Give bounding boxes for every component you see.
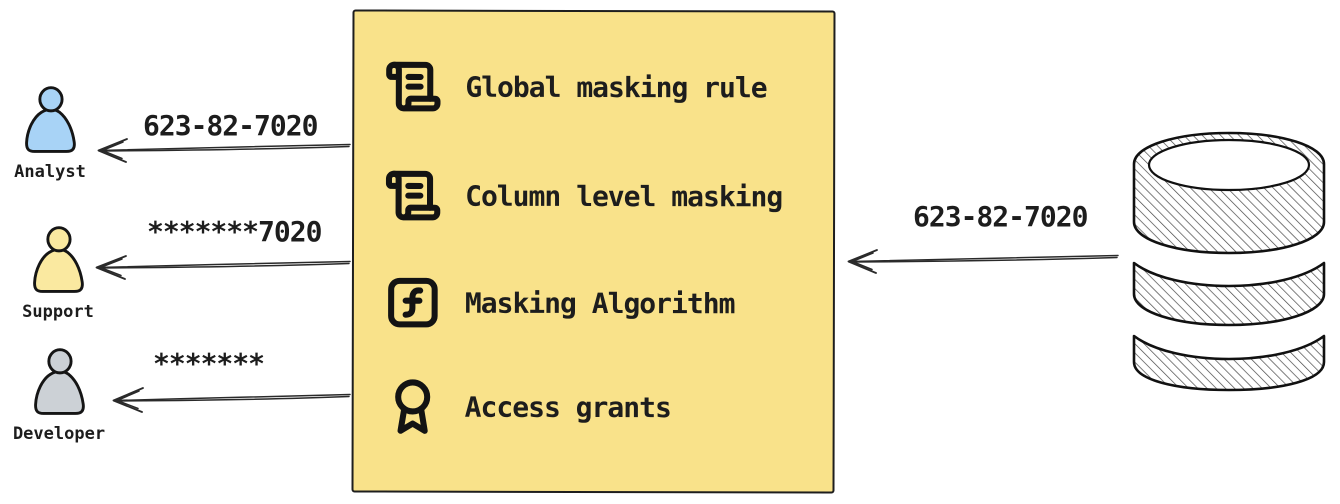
actor-label-developer: Developer xyxy=(12,424,106,444)
scroll-text-icon xyxy=(386,61,441,112)
flow-label-to-analyst: 623-82-7020 xyxy=(143,109,318,142)
arrow-to-analyst xyxy=(97,138,351,163)
arrow-to-support xyxy=(95,255,351,280)
scroll-text-icon xyxy=(385,170,441,221)
function-square-icon xyxy=(388,277,438,328)
actor-analyst: Analyst xyxy=(2,86,98,182)
masking-box: Global masking rule Column level masking… xyxy=(351,9,836,494)
developer-person-icon xyxy=(34,348,85,415)
actor-label-analyst: Analyst xyxy=(14,162,86,182)
masking-feature-row: Column level masking xyxy=(354,166,833,225)
masking-feature-row: Masking Algorithm xyxy=(354,273,833,332)
flow-label-from-database: 623-82-7020 xyxy=(913,200,1088,233)
analyst-person-icon xyxy=(25,86,76,153)
actor-developer: Developer xyxy=(11,348,107,444)
actor-support: Support xyxy=(10,226,106,322)
flow-label-to-support: *******7020 xyxy=(147,215,322,248)
actor-label-support: Support xyxy=(22,302,94,322)
masking-feature-label: Global masking rule xyxy=(465,70,767,104)
database-icon xyxy=(1126,124,1332,392)
support-person-icon xyxy=(33,226,84,293)
masking-feature-label: Access grants xyxy=(464,390,671,424)
masking-feature-label: Masking Algorithm xyxy=(464,286,735,320)
arrow-to-developer xyxy=(112,387,351,413)
flow-label-to-developer: ******* xyxy=(153,347,265,380)
masking-feature-row: Access grants xyxy=(354,377,833,436)
arrow-from-database xyxy=(847,249,1119,274)
masking-feature-row: Global masking rule xyxy=(354,57,833,116)
award-icon xyxy=(395,379,431,434)
masking-feature-label: Column level masking xyxy=(465,179,783,213)
